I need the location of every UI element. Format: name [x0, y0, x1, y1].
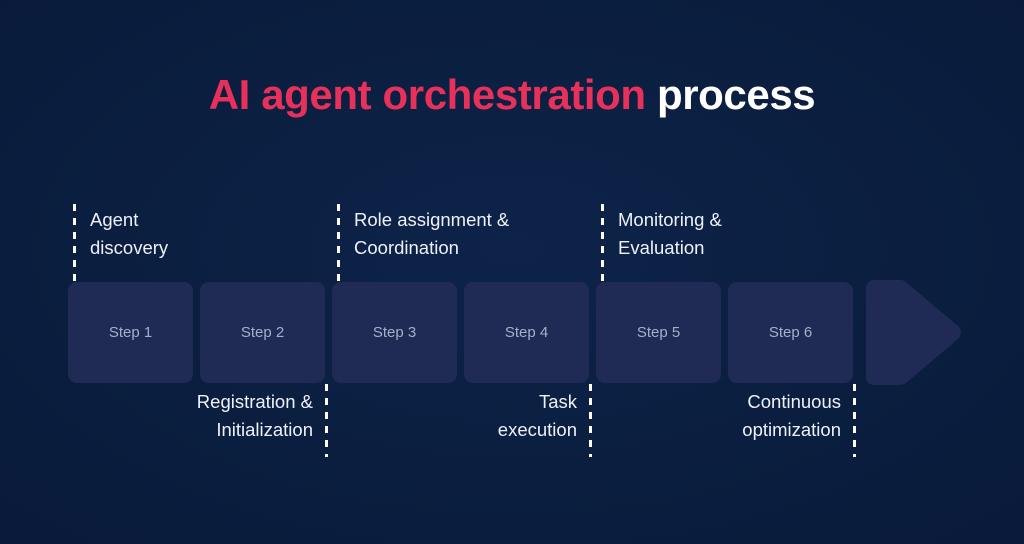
tick-bottom-3 [853, 384, 856, 457]
callout-bottom-continuous-optimization: Continuous optimization [742, 391, 841, 440]
callout-top-agent-discovery: Agent discovery [90, 209, 169, 258]
step-box-6[interactable]: Step 6 [728, 282, 853, 383]
callout-top-role-assignment-coordination: Role assignment & Coordination [354, 209, 510, 258]
step-box-2[interactable]: Step 2 [200, 282, 325, 383]
step-box-strip: Step 1 Step 2 Step 3 Step 4 Step 5 Step … [68, 280, 968, 385]
step-box-2-label: Step 2 [240, 324, 285, 341]
process-diagram: Agent discovery Role assignment & Coordi… [68, 198, 968, 463]
callout-bottom-task-execution: Task execution [497, 391, 577, 440]
step-box-4[interactable]: Step 4 [464, 282, 589, 383]
page-title: AI agent orchestration process [0, 71, 1024, 118]
tick-top-3 [601, 204, 604, 284]
tick-top-2 [337, 204, 340, 284]
tick-bottom-2 [589, 384, 592, 457]
step-box-1[interactable]: Step 1 [68, 282, 193, 383]
step-box-4-label: Step 4 [504, 324, 549, 341]
step-box-5-label: Step 5 [636, 324, 681, 341]
process-arrow-icon [862, 276, 963, 389]
page-title-plain: process [645, 71, 816, 118]
callout-top-monitoring-evaluation: Monitoring & Evaluation [618, 209, 722, 258]
tick-bottom-1 [325, 384, 328, 457]
page-title-accent: AI agent orchestration [208, 71, 646, 118]
step-box-3-label: Step 3 [372, 324, 417, 341]
step-box-6-label: Step 6 [768, 324, 813, 341]
callout-bottom-registration-initialization: Registration & Initialization [196, 391, 313, 440]
step-box-3[interactable]: Step 3 [332, 282, 457, 383]
step-box-5[interactable]: Step 5 [596, 282, 721, 383]
step-box-1-label: Step 1 [108, 324, 153, 341]
tick-top-1 [73, 204, 76, 284]
